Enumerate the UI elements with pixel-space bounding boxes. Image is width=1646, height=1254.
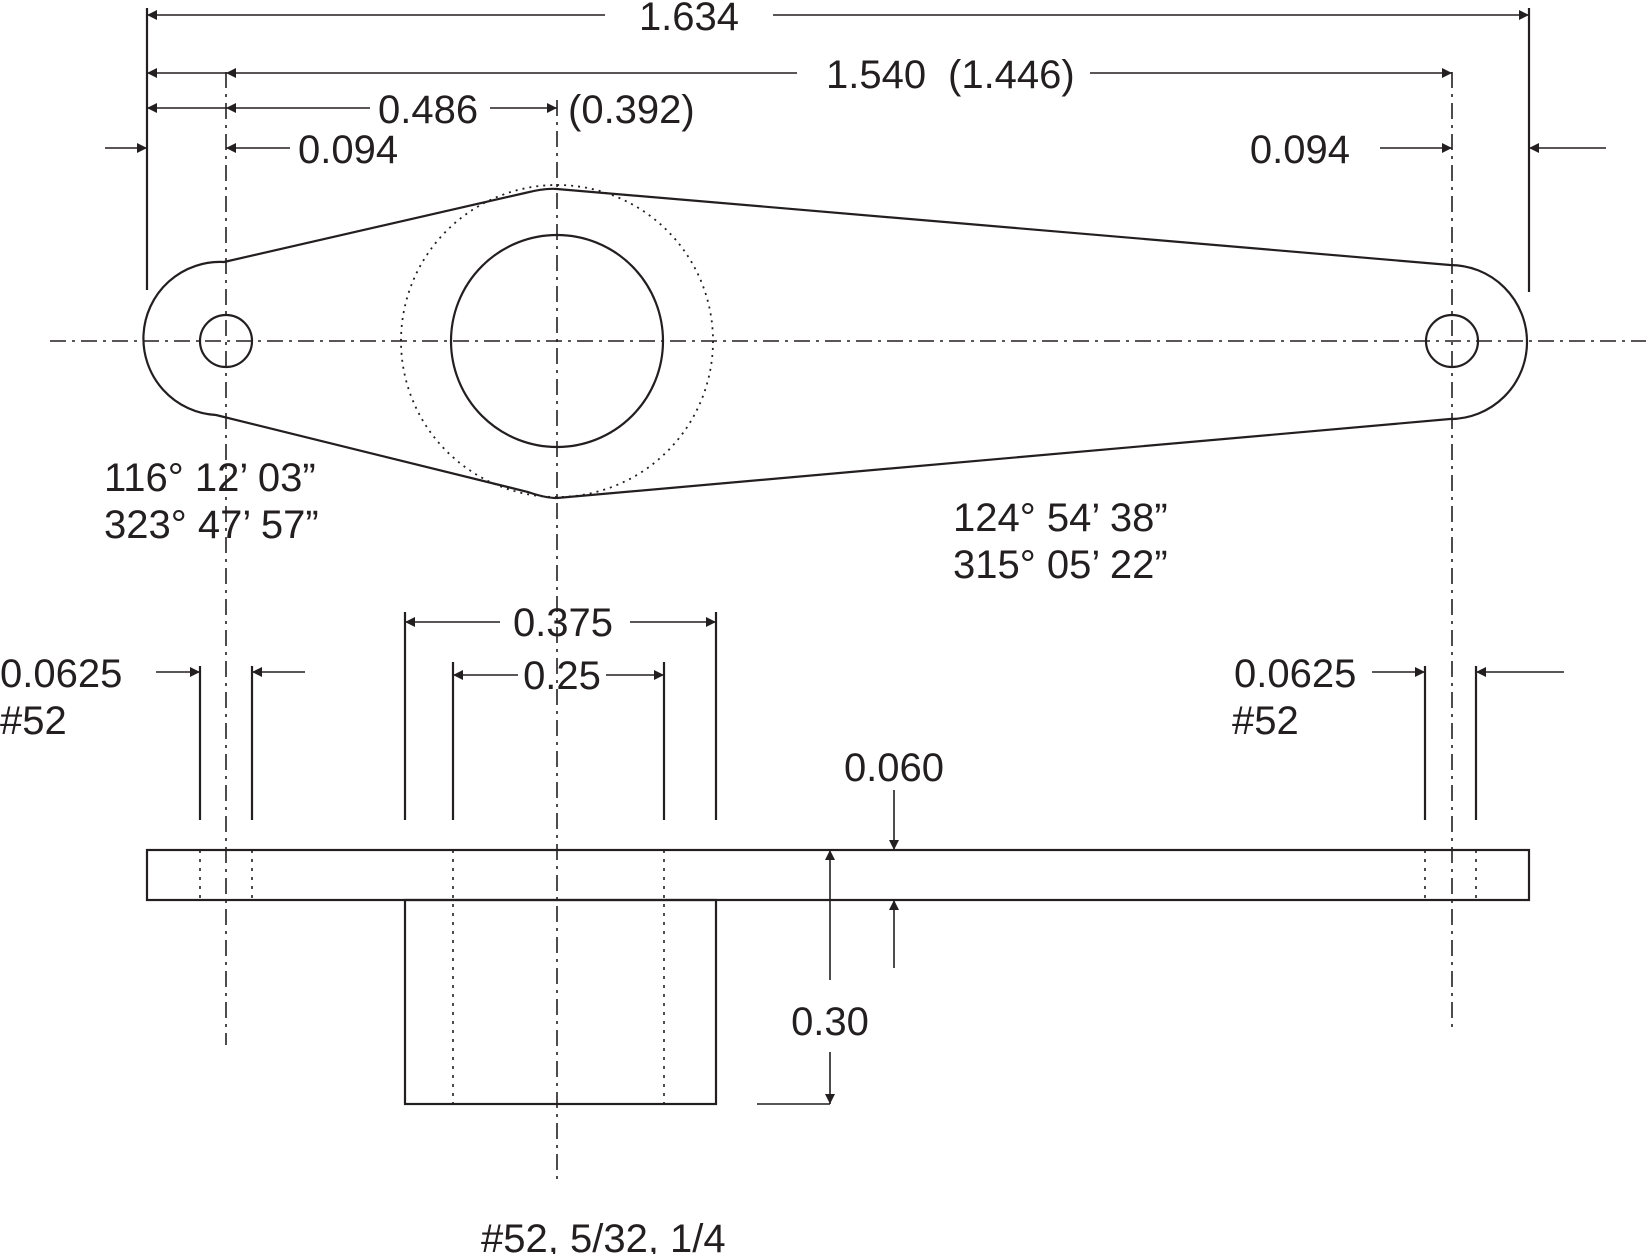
drill-sizes-note: #52, 5/32, 1/4 bbox=[481, 1217, 726, 1254]
dim-overall-length: 1.634 bbox=[147, 0, 1529, 39]
dim-total-height-label: 0.30 bbox=[791, 1000, 869, 1044]
left-hole bbox=[198, 313, 254, 369]
dim-hole-right: 0.0625 #52 bbox=[1232, 652, 1564, 743]
top-view: 1.634 1.540 (1.446) 0.486 (0.392) 0.094 bbox=[50, 0, 1646, 1182]
dim-hub-inner-label: 0.25 bbox=[523, 654, 601, 698]
arm-outline bbox=[142, 187, 1529, 500]
dim-hole-left-label: 0.0625 bbox=[0, 652, 122, 696]
dim-hole-left: 0.0625 #52 bbox=[0, 652, 305, 743]
dim-plate-thickness-label: 0.060 bbox=[844, 746, 944, 790]
plate bbox=[145, 848, 1531, 902]
dim-hub-outer: 0.375 bbox=[405, 601, 716, 645]
dim-hub-offset-label: 0.486 bbox=[378, 88, 478, 132]
dim-edge-to-hole-right-label: 0.094 bbox=[1250, 128, 1350, 172]
dim-total-height: 0.30 bbox=[757, 850, 869, 1105]
hub-outer-circle bbox=[400, 184, 714, 498]
dim-hole-spacing: 1.540 (1.446) bbox=[147, 53, 1452, 97]
angle-left-line1: 116° 12’ 03” bbox=[104, 456, 316, 500]
dim-plate-thickness: 0.060 bbox=[844, 746, 944, 968]
dim-edge-to-hole-left: 0.094 bbox=[105, 128, 398, 172]
hub-boss bbox=[403, 898, 718, 1106]
dim-hole-spacing-label: 1.540 bbox=[826, 53, 926, 97]
drill-size-left-label: #52 bbox=[0, 699, 67, 743]
side-view: 0.375 0.25 0.0625 #52 0.0625 #52 0.060 bbox=[0, 601, 1564, 1254]
dim-hub-inner: 0.25 bbox=[453, 654, 664, 698]
dim-hole-spacing-alt-label: (1.446) bbox=[948, 53, 1075, 97]
dim-hub-offset-alt-label: (0.392) bbox=[568, 88, 695, 132]
angle-right-line2: 315° 05’ 22” bbox=[953, 543, 1168, 587]
angle-right-line1: 124° 54’ 38” bbox=[953, 496, 1168, 540]
dim-hub-outer-label: 0.375 bbox=[513, 601, 613, 645]
dim-edge-to-hole-left-label: 0.094 bbox=[298, 128, 398, 172]
dim-edge-to-hole-right: 0.094 bbox=[1250, 128, 1606, 172]
dim-overall-length-label: 1.634 bbox=[639, 0, 739, 39]
drill-size-right-label: #52 bbox=[1232, 699, 1299, 743]
angle-left-line2: 323° 47’ 57” bbox=[104, 503, 319, 547]
dim-hole-right-label: 0.0625 bbox=[1234, 652, 1356, 696]
hub-bore-circle bbox=[449, 233, 665, 449]
right-hole bbox=[1424, 313, 1480, 369]
dim-hub-offset: 0.486 (0.392) bbox=[147, 88, 695, 132]
